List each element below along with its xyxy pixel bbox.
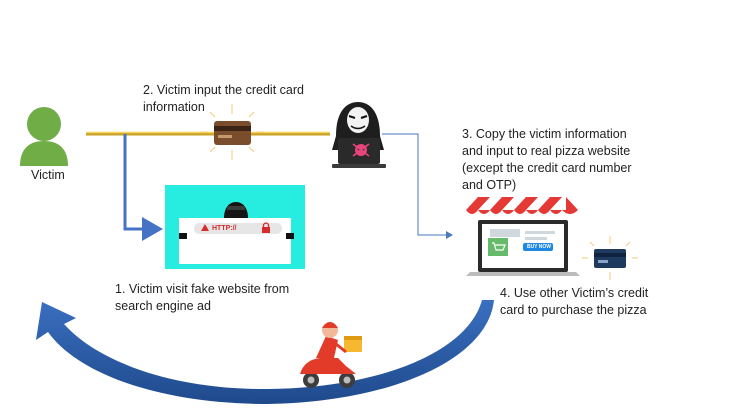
step-2-label: 2. Victim input the credit card informat… bbox=[143, 82, 304, 116]
victim-to-fake-site-arrow bbox=[123, 134, 163, 241]
delivery-scooter-icon bbox=[300, 322, 362, 388]
step-4-label: 4. Use other Victim’s credit card to pur… bbox=[500, 285, 648, 319]
lock-icon bbox=[262, 222, 270, 233]
hacker-to-shop-arrow bbox=[382, 133, 453, 239]
step-3-line-4: and OTP) bbox=[462, 178, 517, 192]
step-1-line-2: search engine ad bbox=[115, 299, 211, 313]
victim-to-hacker-line bbox=[86, 131, 330, 136]
victim-label: Victim bbox=[31, 168, 65, 182]
fake-url-text: HTTP:// bbox=[212, 225, 237, 232]
step-4-line-2: card to purchase the pizza bbox=[500, 303, 647, 317]
store-laptop-icon bbox=[466, 197, 580, 276]
step-3-label: 3. Copy the victim information and input… bbox=[462, 126, 632, 194]
cart-icon bbox=[488, 238, 508, 256]
skull-icon bbox=[352, 143, 370, 157]
fake-website-icon bbox=[165, 185, 305, 269]
step-3-line-3: (except the credit card number bbox=[462, 161, 632, 175]
credit-card-icon-2 bbox=[582, 236, 638, 280]
step-1-line-1: 1. Victim visit fake website from bbox=[115, 282, 290, 296]
warning-icon bbox=[201, 224, 209, 231]
step-2-line-2: information bbox=[143, 100, 205, 114]
step-2-line-1: 2. Victim input the credit card bbox=[143, 83, 304, 97]
step-1-label: 1. Victim visit fake website from search… bbox=[115, 281, 289, 315]
hacker-icon bbox=[332, 102, 386, 168]
step-4-line-1: 4. Use other Victim’s credit bbox=[500, 286, 649, 300]
step-3-line-1: 3. Copy the victim information bbox=[462, 127, 627, 141]
buy-now-button: BUY NOW bbox=[526, 244, 552, 250]
return-arc bbox=[36, 300, 494, 404]
step-3-line-2: and input to real pizza website bbox=[462, 144, 631, 158]
credit-card-icon bbox=[200, 104, 264, 160]
person-icon bbox=[20, 107, 68, 166]
